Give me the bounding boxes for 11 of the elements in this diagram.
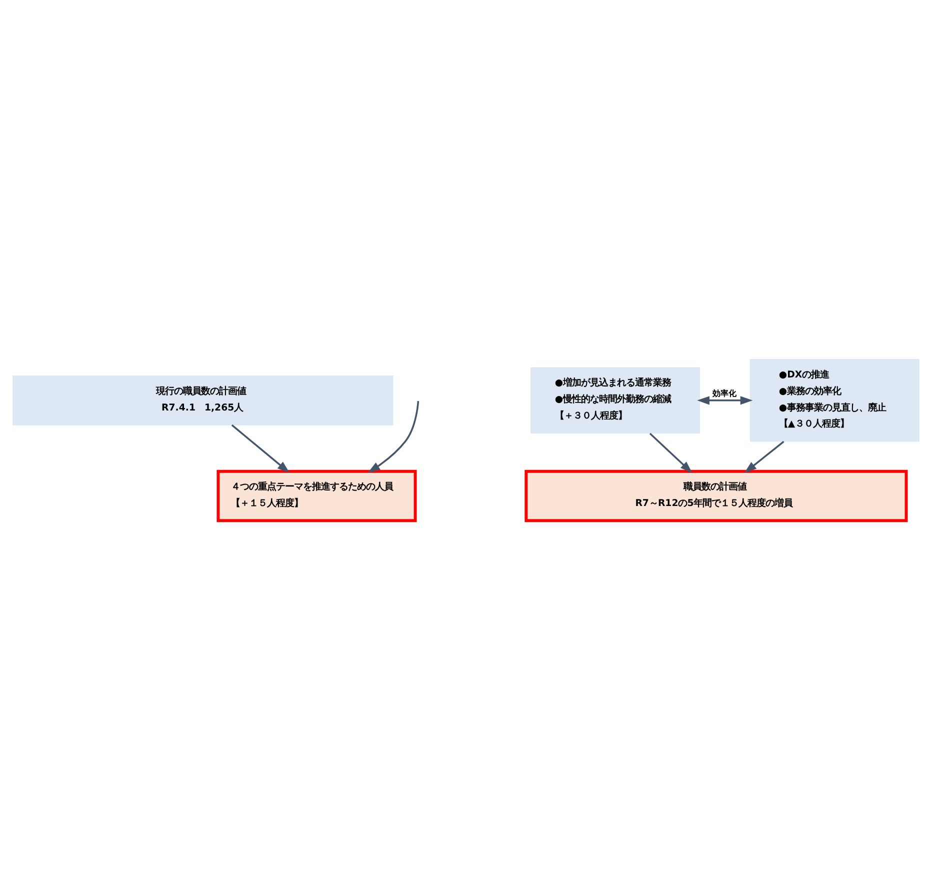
edge-label: 効率化 [712, 388, 736, 398]
node-box: ●DXの推進 ●業務の効率化 ●事務事業の見直し、廃止 【▲３０人程度】 [750, 359, 920, 442]
arrow [744, 440, 784, 474]
arrow [649, 432, 692, 474]
arrow [231, 424, 290, 473]
node-box: 職員数の計画値 R7～R12の5年間で１５人程度の増員 [524, 470, 908, 522]
arrow [697, 396, 753, 405]
node-box: ４つの重点テーマを推進するための人員 【＋１５人程度】 [216, 470, 417, 522]
node-box: ●増加が見込まれる通常業務 ●慢性的な時間外勤務の縮減 【＋３０人程度】 [530, 367, 700, 434]
node-box: 現行の職員数の計画値 R7.4.1 1,265人 [12, 375, 394, 426]
arrow [368, 401, 420, 473]
